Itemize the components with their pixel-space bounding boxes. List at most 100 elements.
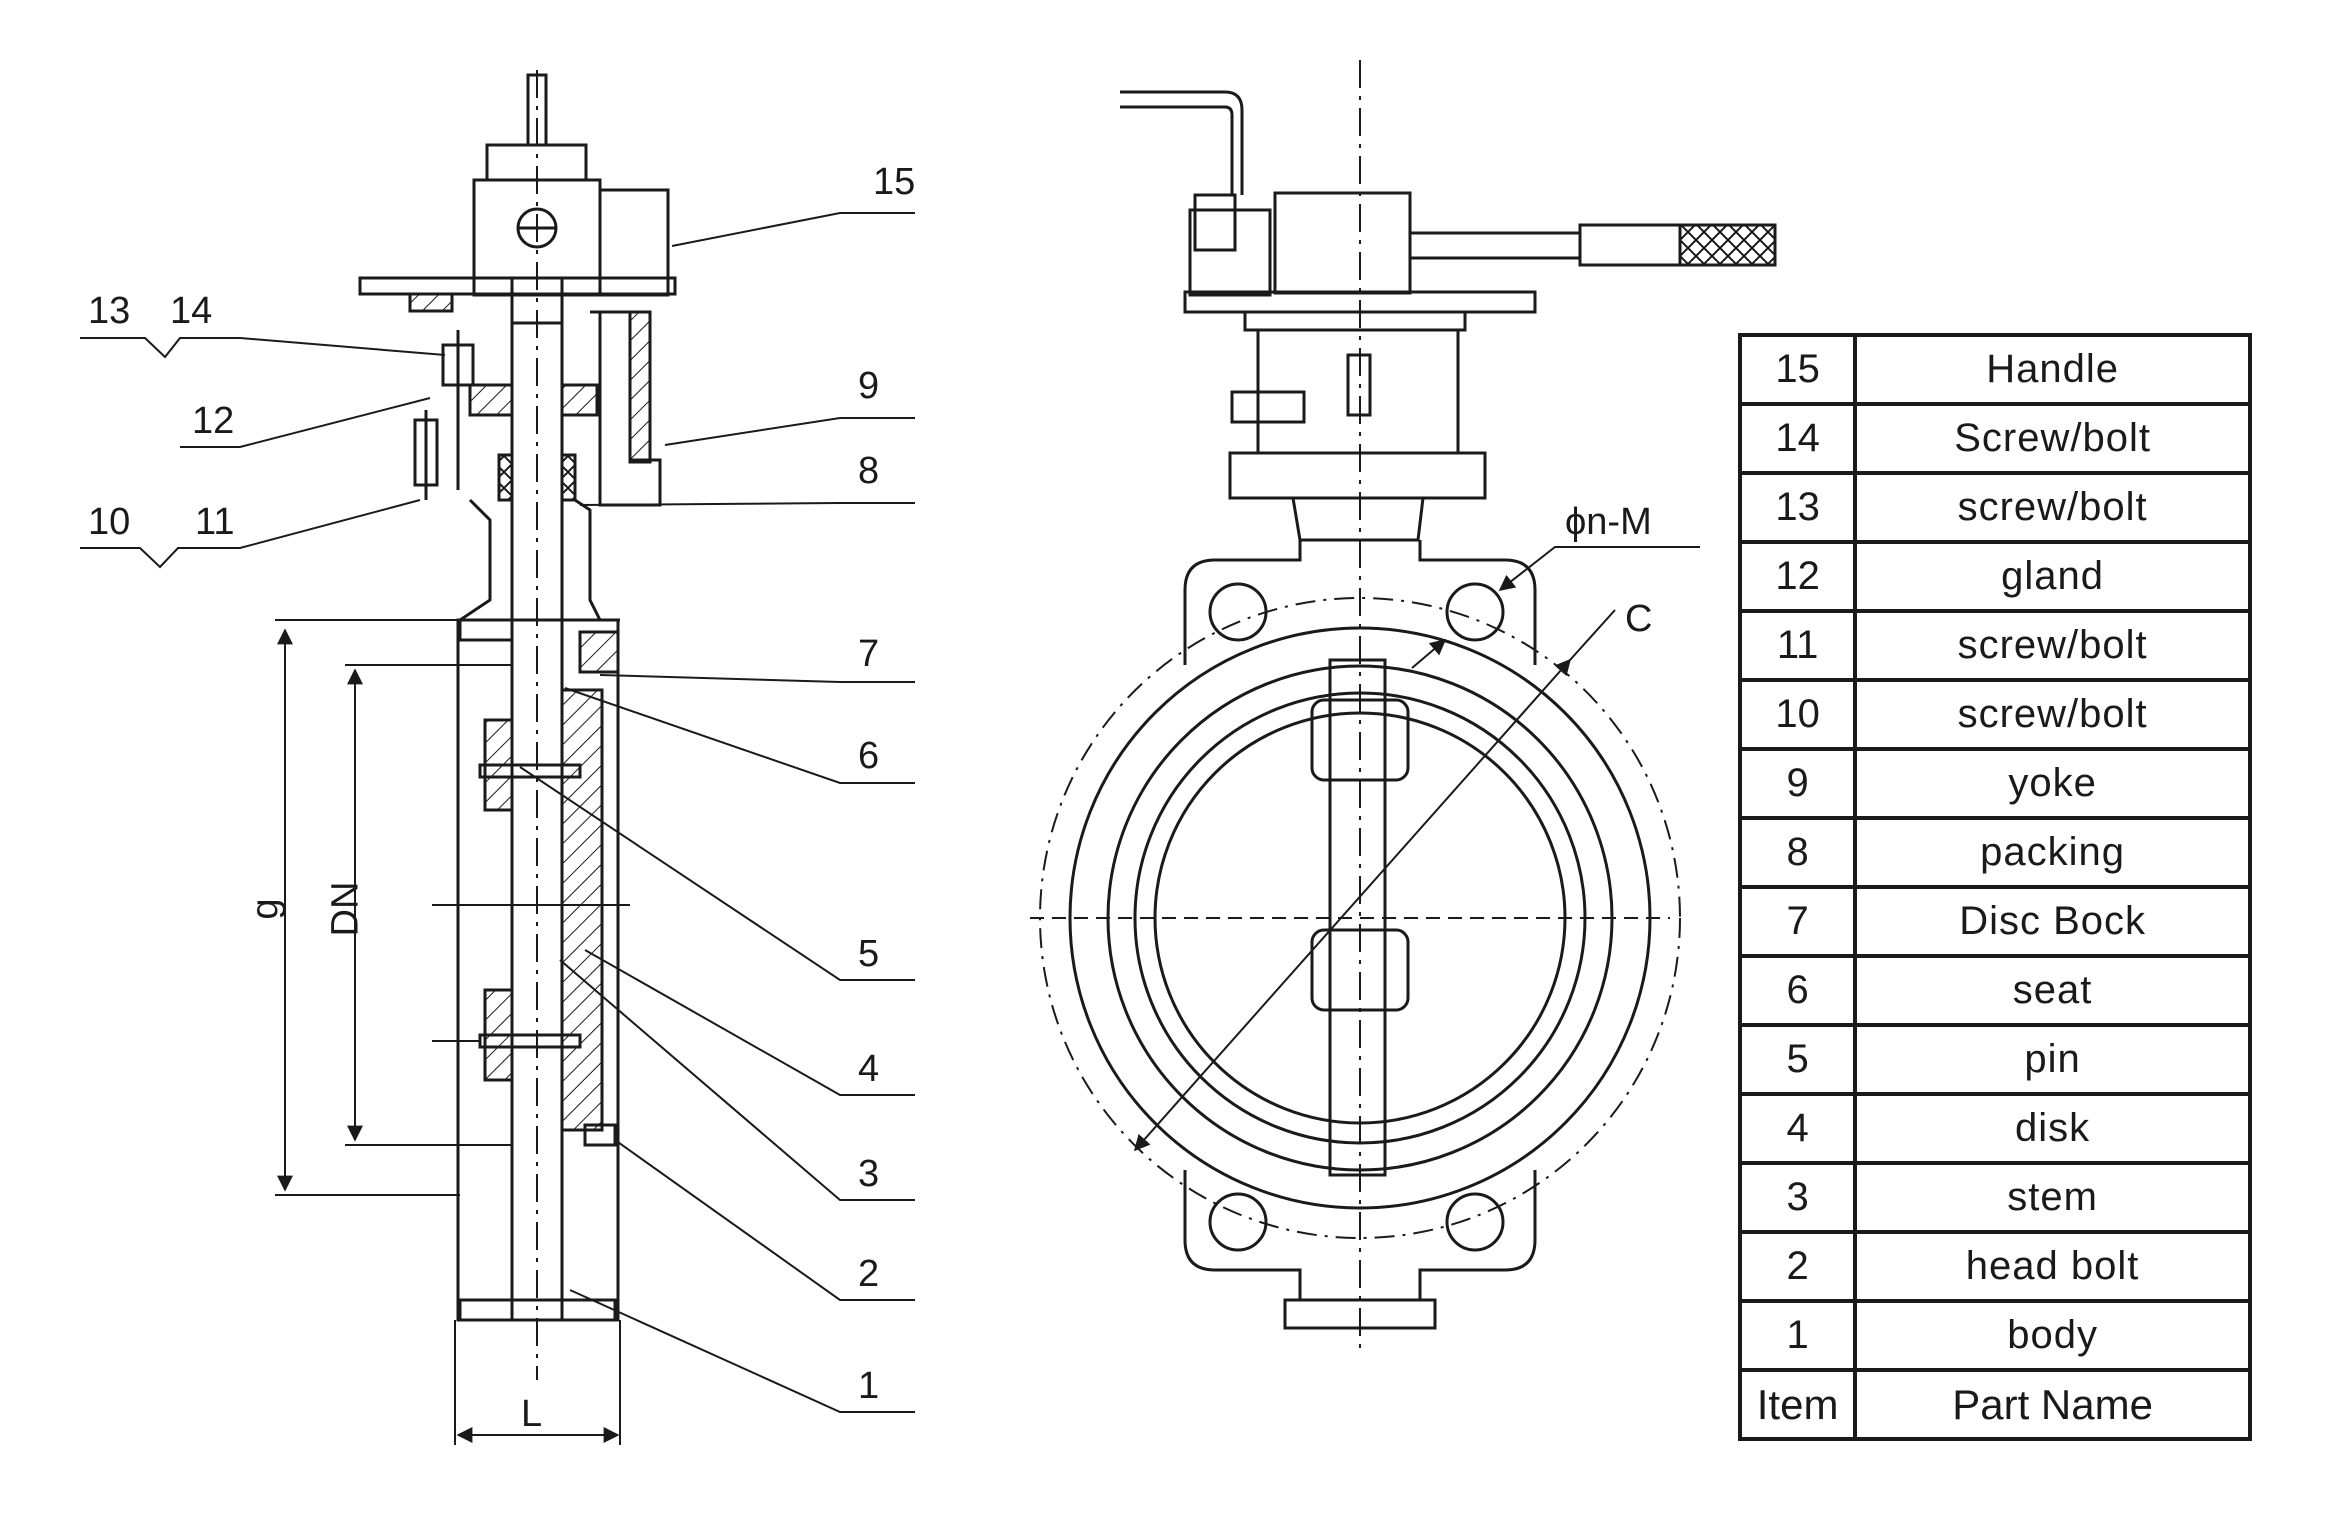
front-handle-grip	[1578, 223, 1682, 267]
dim-phi-n-m-label: ϕn-M	[1565, 501, 1652, 543]
part-item-number: 12	[1737, 540, 1858, 613]
callout-4: 4	[858, 1048, 880, 1090]
part-name: seat	[1853, 954, 2252, 1027]
part-item-number: 10	[1737, 678, 1858, 751]
body-hatch-top	[578, 630, 620, 674]
front-view	[1030, 60, 1777, 1355]
part-item-number: 2	[1737, 1230, 1858, 1303]
part-name: packing	[1853, 816, 2252, 889]
callout-13: 13	[88, 290, 131, 332]
part-name: screw/bolt	[1853, 471, 2252, 544]
front-lug-bottom	[1183, 1170, 1537, 1300]
head-bolt	[583, 1123, 617, 1147]
bolt-hole	[1445, 582, 1505, 642]
header-part-name: Part Name	[1853, 1368, 2252, 1441]
dim-l-label: L	[521, 1393, 543, 1435]
leader-phi-n-m	[1498, 546, 1700, 591]
front-handle-head	[1273, 191, 1412, 295]
part-name: pin	[1853, 1023, 2252, 1096]
part-item-number: 1	[1737, 1299, 1858, 1372]
callout-2: 2	[858, 1253, 880, 1295]
callout-15: 15	[873, 161, 916, 203]
part-name: Handle	[1853, 333, 2252, 406]
part-item-number: 3	[1737, 1161, 1858, 1234]
callout-9: 9	[858, 365, 880, 407]
callout-6: 6	[858, 735, 880, 777]
callout-1: 1	[858, 1365, 880, 1407]
bolt-circle	[1039, 597, 1681, 1239]
gland	[468, 383, 514, 417]
part-name: screw/bolt	[1853, 609, 2252, 682]
part-item-number: 8	[1737, 816, 1858, 889]
side-section-view	[80, 70, 915, 1445]
callout-11: 11	[195, 501, 235, 543]
leader-lines	[80, 212, 915, 1413]
callout-7: 7	[858, 633, 880, 675]
dim-dn-label: DN	[324, 881, 367, 937]
part-item-number: 4	[1737, 1092, 1858, 1165]
part-name: yoke	[1853, 747, 2252, 820]
part-item-number: 13	[1737, 471, 1858, 544]
front-lug-top	[1183, 540, 1537, 665]
part-name: screw/bolt	[1853, 678, 2252, 751]
front-handle-grip-knurl	[1678, 223, 1777, 267]
part-name: body	[1853, 1299, 2252, 1372]
dim-c-line	[1133, 658, 1572, 1152]
disk-hatch	[560, 688, 604, 1132]
part-name: head bolt	[1853, 1230, 2252, 1303]
stem-upper	[510, 276, 564, 325]
packing-right	[560, 453, 577, 502]
part-item-number: 14	[1737, 402, 1858, 475]
top-plate-hatch	[408, 292, 454, 313]
pin-upper	[478, 763, 582, 779]
header-item: Item	[1737, 1368, 1858, 1441]
part-name: gland	[1853, 540, 2252, 613]
bolt-hole	[1445, 1192, 1505, 1252]
yoke-hatch	[628, 310, 652, 464]
callout-14: 14	[170, 290, 213, 332]
part-name: Disc Bock	[1853, 885, 2252, 958]
body-neck-right	[574, 498, 620, 622]
callout-8: 8	[858, 450, 880, 492]
part-item-number: 9	[1737, 747, 1858, 820]
front-handle-cable	[1120, 90, 1244, 195]
dim-g-label: g	[244, 898, 287, 920]
top-plate	[358, 276, 677, 296]
part-name: disk	[1853, 1092, 2252, 1165]
callout-3: 3	[858, 1153, 880, 1195]
body-outer-ring	[1068, 626, 1652, 1210]
packing-left	[497, 453, 514, 502]
callout-10: 10	[88, 501, 131, 543]
front-coupling	[1230, 390, 1306, 424]
part-item-number: 15	[1737, 333, 1858, 406]
part-item-number: 7	[1737, 885, 1858, 958]
body-neck-left	[458, 498, 512, 642]
part-item-number: 6	[1737, 954, 1858, 1027]
callout-12: 12	[192, 400, 235, 442]
bolt-hole	[1208, 582, 1268, 642]
part-name: stem	[1853, 1161, 2252, 1234]
dim-c-label: C	[1625, 598, 1653, 640]
part-item-number: 5	[1737, 1023, 1858, 1096]
callout-5: 5	[858, 933, 880, 975]
part-item-number: 11	[1737, 609, 1858, 682]
front-handle-knob	[1193, 193, 1237, 252]
bolt-hole	[1208, 1192, 1268, 1252]
